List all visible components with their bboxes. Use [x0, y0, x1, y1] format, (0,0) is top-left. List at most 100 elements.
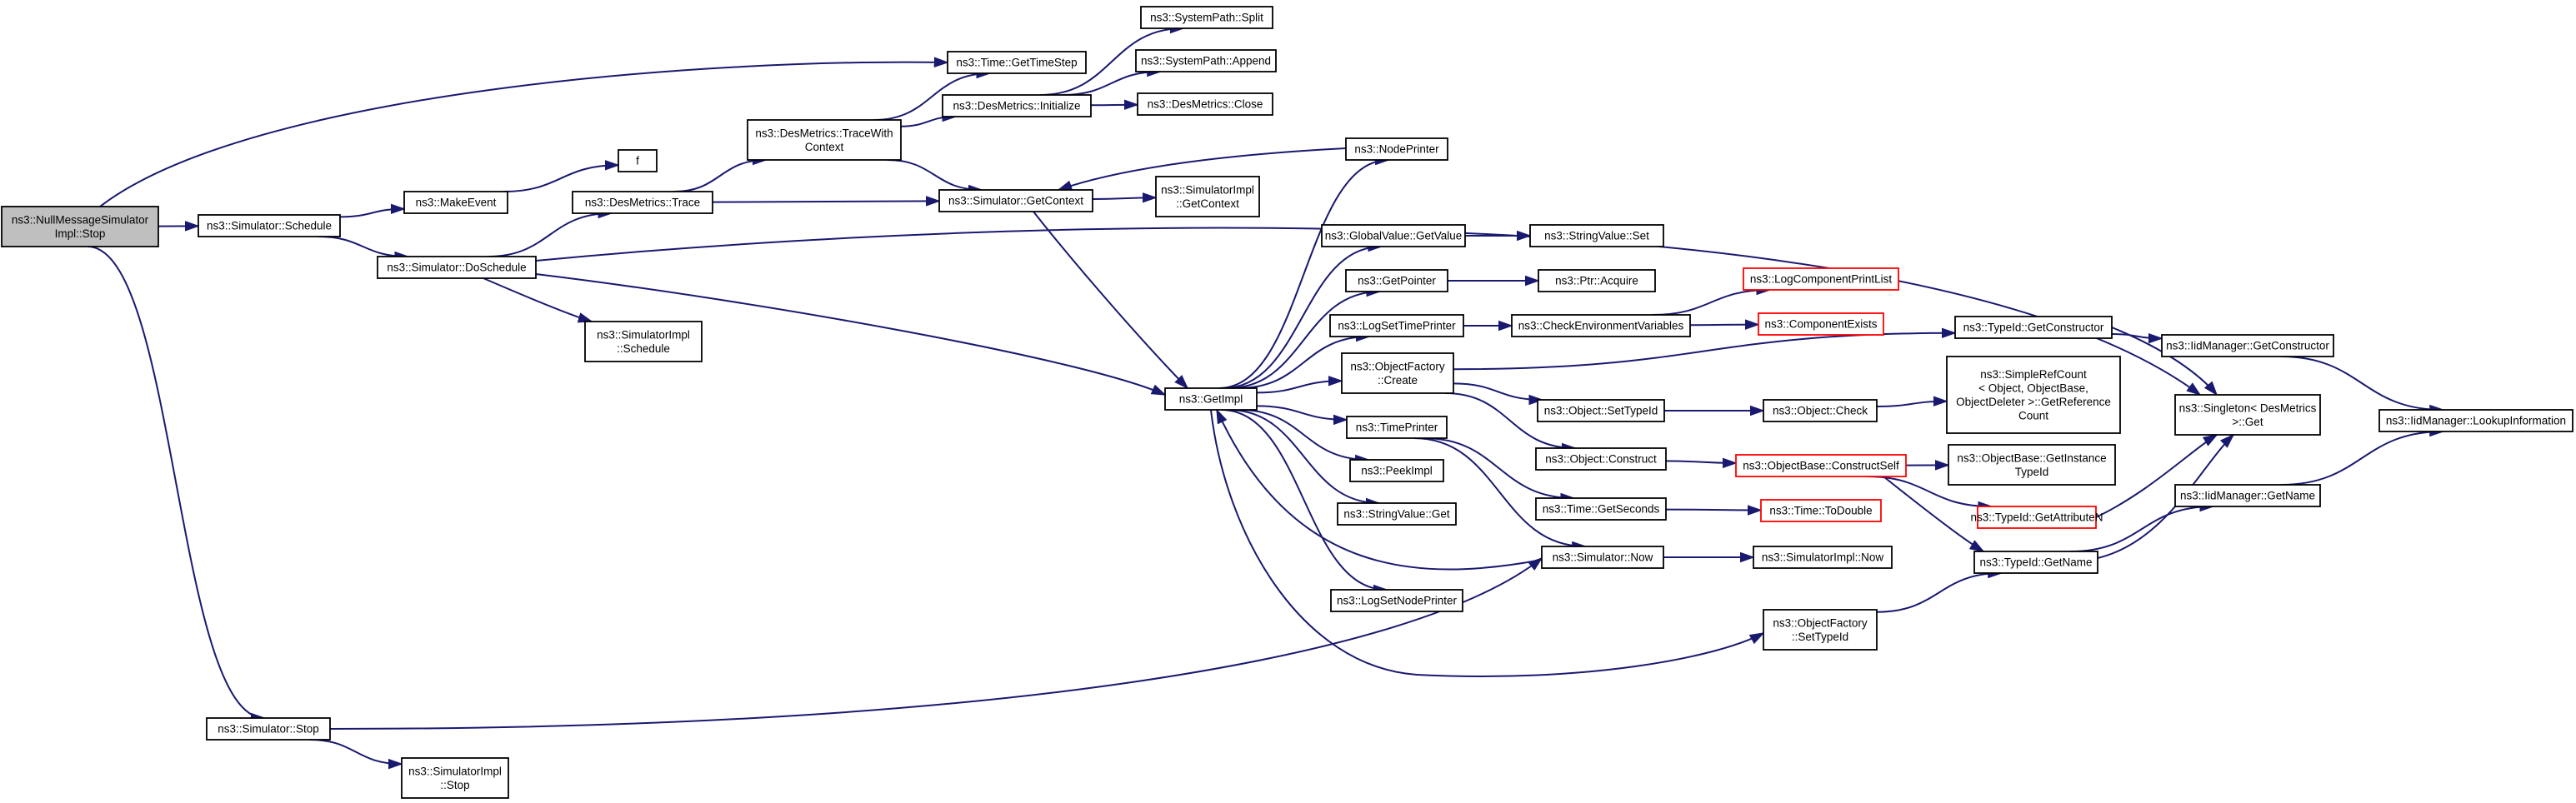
node-box — [1753, 546, 1893, 569]
node-sim-stop[interactable]: ns3::Simulator::Stop — [206, 717, 331, 741]
node-check-env[interactable]: ns3::CheckEnvironmentVariables — [1511, 314, 1691, 337]
node-sv-get[interactable]: ns3::StringValue::Get — [1337, 502, 1457, 526]
node-label: ns3::PeekImpl — [1361, 465, 1433, 477]
node-iidm-lookup[interactable]: ns3::IidManager::LookupInformation — [2378, 409, 2573, 432]
node-label: >::Get — [2232, 416, 2263, 428]
node-time-getseconds[interactable]: ns3::Time::GetSeconds — [1535, 497, 1667, 521]
node-iidm-getctor[interactable]: ns3::IidManager::GetConstructor — [2161, 334, 2334, 357]
node-sim-now[interactable]: ns3::Simulator::Now — [1541, 546, 1664, 569]
node-box — [1977, 506, 2097, 529]
node-sp-append[interactable]: ns3::SystemPath::Append — [1135, 49, 1277, 72]
node-label: ns3::Ptr::Acquire — [1555, 275, 1638, 287]
node-sim-getctx[interactable]: ns3::Simulator::GetContext — [938, 189, 1093, 212]
node-box — [401, 757, 509, 799]
node-sv-set[interactable]: ns3::StringValue::Set — [1529, 224, 1664, 247]
edge-iidm-getname-to-iidm-lookup — [2280, 426, 2445, 486]
node-node-printer[interactable]: ns3::NodePrinter — [1345, 137, 1448, 161]
node-of-create[interactable]: ns3::ObjectFactory::Create — [1341, 352, 1454, 394]
node-box — [198, 214, 341, 237]
node-box — [1155, 176, 1260, 217]
node-log-settime[interactable]: ns3::LogSetTimePrinter — [1329, 314, 1464, 337]
node-typeid-getattr[interactable]: ns3::TypeId::GetAttributeN — [1970, 506, 2103, 529]
node-of-settypeid[interactable]: ns3::ObjectFactory::SetTypeId — [1763, 609, 1878, 651]
node-simimpl-getctx[interactable]: ns3::SimulatorImpl::GetContext — [1155, 176, 1260, 217]
node-sim-doschedule[interactable]: ns3::Simulator::DoSchedule — [377, 256, 537, 279]
node-box — [2161, 334, 2334, 357]
edge-check-env-to-log-complist — [1652, 284, 1772, 316]
node-label: ns3::LogSetNodePrinter — [1337, 595, 1458, 607]
node-iidm-getname[interactable]: ns3::IidManager::GetName — [2174, 484, 2321, 507]
edge-of-create-to-obj-construct — [1444, 392, 1577, 454]
node-typeid-getname[interactable]: ns3::TypeId::GetName — [1973, 551, 2098, 574]
node-get-pointer[interactable]: ns3::GetPointer — [1345, 269, 1448, 292]
node-box — [1321, 224, 1466, 247]
node-ob-constructself[interactable]: ns3::ObjectBase::ConstructSelf — [1735, 454, 1907, 477]
node-box — [1511, 314, 1691, 337]
function-nodes: ns3::NullMessageSimulatorImpl::Stopns3::… — [1, 6, 2573, 799]
node-box — [938, 189, 1093, 212]
node-box — [1135, 49, 1277, 72]
edge-desm-tracectx-to-time-getstep — [873, 67, 992, 121]
node-obj-check[interactable]: ns3::Object::Check — [1763, 399, 1878, 422]
edge-sim-getctx-to-get-impl — [1033, 211, 1189, 390]
node-singleton-get[interactable]: ns3::Singleton< DesMetrics>::Get — [2174, 394, 2321, 436]
node-box — [1973, 551, 2098, 574]
node-srcount[interactable]: ns3::SimpleRefCount< Object, ObjectBase,… — [1946, 356, 2121, 434]
node-simimpl-stop[interactable]: ns3::SimulatorImpl::Stop — [401, 757, 509, 799]
node-sp-split[interactable]: ns3::SystemPath::Split — [1140, 6, 1273, 29]
node-log-complist[interactable]: ns3::LogComponentPrintList — [1743, 267, 1899, 291]
node-label: ns3::StringValue::Get — [1343, 508, 1450, 521]
node-obj-construct[interactable]: ns3::Object::Construct — [1535, 447, 1667, 471]
node-simimpl-now[interactable]: ns3::SimulatorImpl::Now — [1753, 546, 1893, 569]
node-f[interactable]: f — [618, 149, 658, 172]
edge-get-impl-to-of-settypeid — [1210, 409, 1765, 677]
node-ptr-acquire[interactable]: ns3::Ptr::Acquire — [1538, 269, 1656, 292]
node-box — [1954, 316, 2113, 339]
node-typeid-getctor[interactable]: ns3::TypeId::GetConstructor — [1954, 316, 2113, 339]
edge-sim-schedule-to-make-event — [339, 203, 406, 218]
node-label: ns3::SimulatorImpl — [408, 765, 502, 777]
node-time-todouble[interactable]: ns3::Time::ToDouble — [1760, 499, 1882, 522]
node-time-printer[interactable]: ns3::TimePrinter — [1346, 416, 1448, 439]
node-time-getstep[interactable]: ns3::Time::GetTimeStep — [947, 51, 1087, 74]
node-box — [1535, 447, 1667, 471]
node-simimpl-schedule[interactable]: ns3::SimulatorImpl::Schedule — [584, 321, 703, 362]
edge-obj-check-to-srcount — [1876, 396, 1948, 407]
node-box — [1743, 267, 1899, 291]
node-label: ns3::TypeId::GetName — [1979, 556, 2092, 569]
edge-typeid-getattr-to-singleton-get — [2095, 434, 2218, 518]
edge-sim-schedule-to-sim-doschedule — [318, 236, 410, 262]
node-label: ns3::LogComponentPrintList — [1750, 273, 1893, 286]
node-make-event[interactable]: ns3::MakeEvent — [403, 191, 508, 214]
node-box — [1535, 497, 1667, 521]
node-desm-close[interactable]: ns3::DesMetrics::Close — [1137, 92, 1273, 116]
node-sim-schedule[interactable]: ns3::Simulator::Schedule — [198, 214, 341, 237]
edge-get-impl-to-of-create — [1256, 376, 1343, 394]
node-gv-getvalue[interactable]: ns3::GlobalValue::GetValue — [1321, 224, 1466, 247]
node-log-setnode[interactable]: ns3::LogSetNodePrinter — [1330, 589, 1463, 612]
node-label: ns3::ObjectFactory — [1773, 616, 1868, 629]
node-box — [1946, 356, 2121, 434]
node-peek-impl[interactable]: ns3::PeekImpl — [1349, 459, 1444, 482]
node-desm-init[interactable]: ns3::DesMetrics::Initialize — [942, 94, 1092, 117]
node-label: ns3::NodePrinter — [1354, 143, 1439, 156]
node-box — [1137, 92, 1273, 116]
edge-time-getseconds-to-time-todouble — [1665, 505, 1763, 516]
edge-get-impl-to-log-setnode — [1220, 409, 1388, 596]
node-label: ns3::TypeId::GetConstructor — [1963, 322, 2104, 334]
node-comp-exists[interactable]: ns3::ComponentExists — [1758, 312, 1884, 336]
node-label: ns3::IidManager::GetConstructor — [2166, 340, 2329, 352]
node-label: Count — [2018, 409, 2048, 421]
node-desm-trace[interactable]: ns3::DesMetrics::Trace — [572, 191, 713, 214]
node-box — [377, 256, 537, 279]
edge-desm-tracectx-to-desm-init — [900, 111, 958, 127]
node-get-impl[interactable]: ns3::GetImpl — [1164, 387, 1258, 411]
edge-root-to-time-getstep — [99, 57, 949, 207]
node-obj-settypeid[interactable]: ns3::Object::SetTypeId — [1537, 399, 1665, 422]
edge-root-to-sim-stop — [87, 246, 266, 724]
node-box — [1735, 454, 1907, 477]
